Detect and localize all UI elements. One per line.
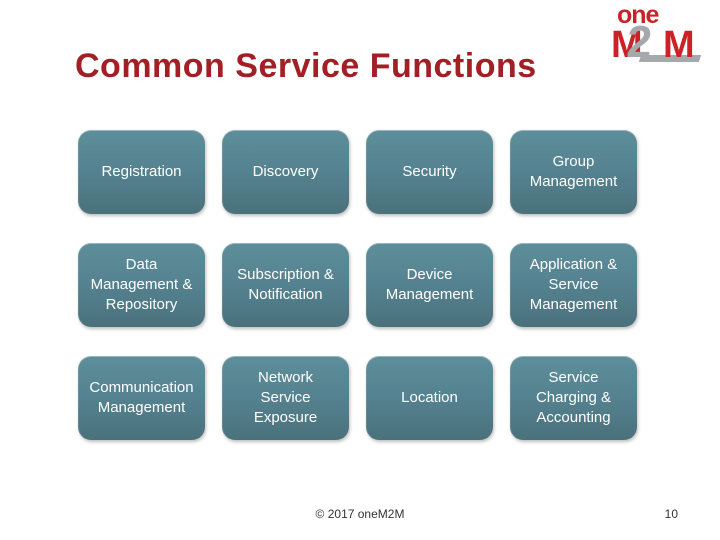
csf-box-device-management: Device Management	[366, 243, 493, 327]
footer-copyright: © 2017 oneM2M	[315, 507, 405, 521]
logo-m-left: M	[611, 24, 643, 66]
csf-box-discovery: Discovery	[222, 130, 349, 214]
csf-box-label: Security	[402, 163, 457, 180]
onem2m-logo: one M 2 M	[610, 3, 702, 67]
csf-box-label: Application & Service Management	[529, 256, 618, 313]
csf-box-network-service-exposure: Network Service Exposure	[222, 356, 349, 440]
page-title: Common Service Functions	[75, 46, 537, 85]
logo-m-right: M	[663, 24, 695, 66]
csf-box-label: Device Management	[385, 266, 474, 303]
page-number: 10	[664, 507, 678, 521]
csf-box-registration: Registration	[78, 130, 205, 214]
common-service-functions-grid: Registration Discovery Security Group Ma…	[78, 130, 637, 440]
csf-box-label: Communication Management	[89, 379, 194, 416]
csf-box-security: Security	[366, 130, 493, 214]
csf-box-label: Location	[401, 389, 458, 406]
csf-box-label: Subscription & Notification	[237, 266, 334, 303]
csf-box-group-management: Group Management	[510, 130, 637, 214]
csf-box-label: Data Management & Repository	[90, 256, 193, 313]
logo-one-text: one	[617, 1, 659, 29]
csf-box-communication-management: Communication Management	[78, 356, 205, 440]
csf-box-location: Location	[366, 356, 493, 440]
csf-box-label: Network Service Exposure	[253, 369, 318, 426]
csf-box-label: Registration	[101, 163, 182, 180]
csf-box-service-charging-accounting: Service Charging & Accounting	[510, 356, 637, 440]
csf-box-application-service-management: Application & Service Management	[510, 243, 637, 327]
csf-box-subscription-notification: Subscription & Notification	[222, 243, 349, 327]
csf-box-label: Discovery	[252, 163, 319, 180]
csf-box-label: Group Management	[529, 153, 618, 190]
csf-box-label: Service Charging & Accounting	[535, 369, 612, 426]
csf-box-data-management-repository: Data Management & Repository	[78, 243, 205, 327]
